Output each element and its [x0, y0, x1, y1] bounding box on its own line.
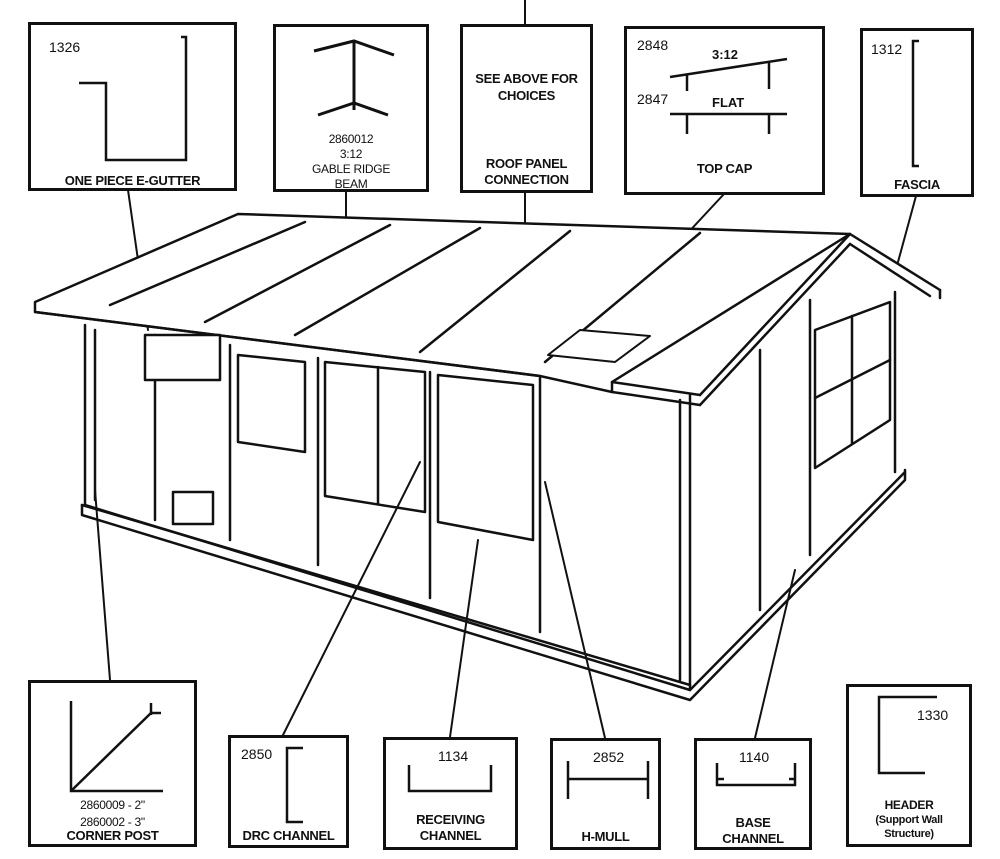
label: GABLE RIDGE: [311, 162, 391, 176]
label: CHANNEL: [419, 828, 482, 843]
part-number: 2860012: [328, 132, 374, 146]
part-number: 1312: [871, 41, 903, 57]
callout-fascia: 1312 FASCIA: [860, 28, 974, 197]
front-wall: [80, 290, 907, 702]
label: TOP CAP: [696, 161, 753, 176]
label: ONE PIECE E-GUTTER: [64, 173, 201, 188]
part-number: 1140: [739, 749, 770, 765]
callout-gable-ridge-beam: 2860012 3:12 GABLE RIDGE BEAM: [273, 24, 429, 192]
label: ROOF PANEL: [485, 156, 568, 171]
callout-e-gutter: 1326 ONE PIECE E-GUTTER: [28, 22, 237, 191]
fascia-profile-icon: [911, 39, 919, 168]
drc-channel-profile-icon: [285, 746, 303, 824]
receiving-channel-profile-icon: [407, 765, 493, 793]
part-number: 2847: [637, 91, 669, 107]
pitch: 3:12: [339, 147, 363, 161]
callout-base-channel: 1140 BASE CHANNEL: [694, 738, 812, 850]
label: RECEIVING: [416, 812, 485, 827]
roof: [33, 212, 942, 407]
label: Structure): [884, 828, 934, 840]
callout-top-cap: 2848 3:12 2847 FLAT TOP CAP: [624, 26, 825, 195]
part-number: 1326: [49, 39, 81, 55]
part-number: 2848: [637, 37, 669, 53]
label: CONNECTION: [484, 172, 569, 187]
label: BEAM: [334, 177, 368, 191]
note: SEE ABOVE FOR: [475, 71, 578, 86]
label: DRC CHANNEL: [242, 828, 335, 843]
header-profile-icon: [877, 695, 937, 775]
part-number: 2852: [593, 749, 625, 765]
note: CHOICES: [497, 88, 556, 103]
pitch: 3:12: [712, 47, 739, 62]
label: H-MULL: [581, 829, 630, 844]
label: BASE: [735, 815, 771, 830]
flat-label: FLAT: [712, 95, 745, 110]
part-number: 2860009 - 2": [80, 798, 145, 812]
top-cap-profile-icon: [669, 57, 788, 134]
part-number: 2850: [241, 746, 273, 762]
callout-receiving-channel: 1134 RECEIVING CHANNEL: [383, 737, 518, 850]
base-channel-profile-icon: [715, 763, 797, 787]
callout-h-mull: 2852 H-MULL: [550, 738, 661, 850]
part-number: 1134: [438, 748, 469, 764]
label: (Support Wall: [875, 814, 943, 826]
callout-corner-post: 2860009 - 2" 2860002 - 3" CORNER POST: [28, 680, 197, 847]
callout-header: 1330 HEADER (Support Wall Structure): [846, 684, 972, 847]
label: HEADER: [884, 798, 934, 812]
ridge-beam-profile-icon: [313, 39, 395, 117]
h-mull-profile-icon: [566, 761, 650, 799]
part-number: 2860002 - 3": [80, 815, 145, 829]
callout-drc-channel: 2850 DRC CHANNEL: [228, 735, 349, 848]
part-number: 1330: [917, 707, 949, 723]
callout-roof-panel-connection: SEE ABOVE FOR CHOICES ROOF PANEL CONNECT…: [460, 24, 593, 193]
label: FASCIA: [894, 177, 940, 192]
corner-post-profile-icon: [69, 701, 163, 793]
label: CORNER POST: [66, 828, 159, 843]
e-gutter-profile-icon: [79, 35, 188, 162]
label: CHANNEL: [722, 831, 784, 846]
